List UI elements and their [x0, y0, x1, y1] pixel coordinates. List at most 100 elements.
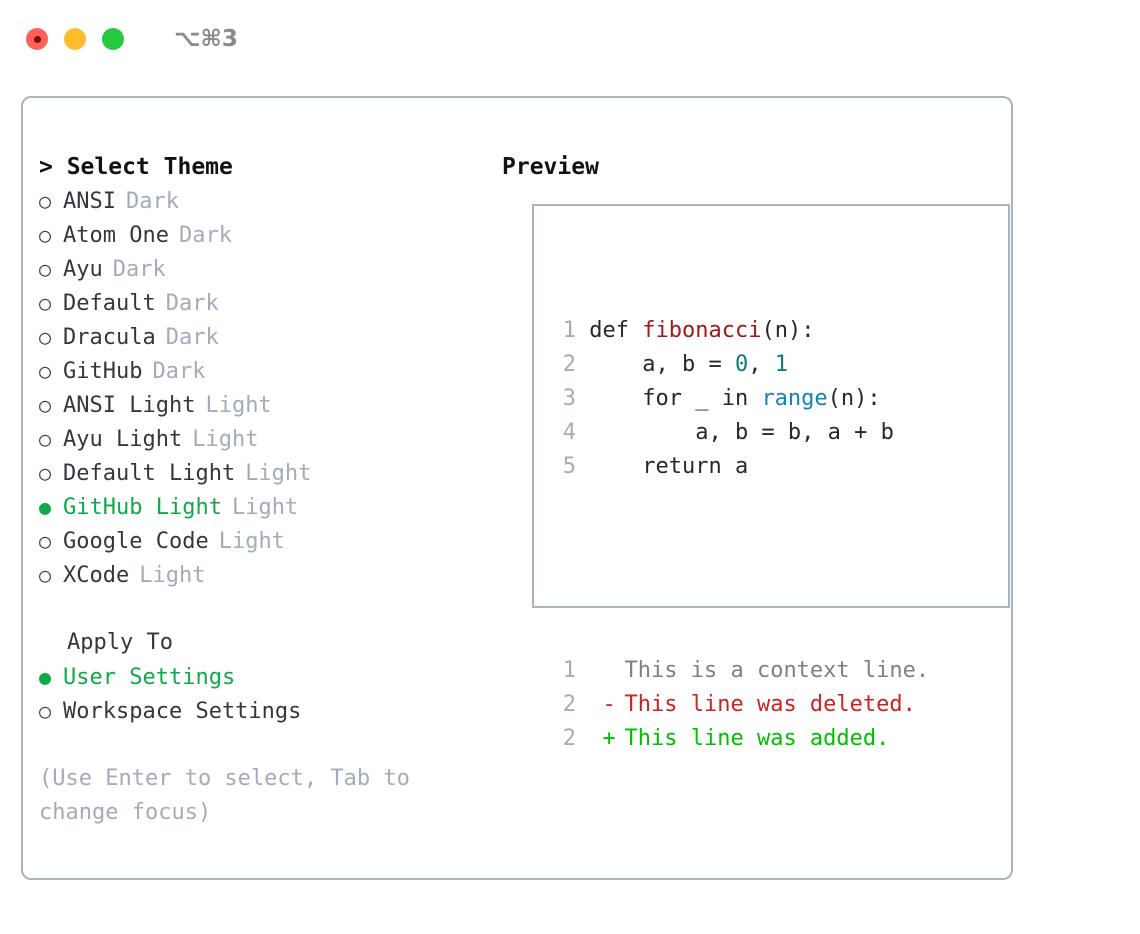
line-number: 1 [562, 318, 576, 343]
radio-selected-icon: ● [39, 665, 52, 689]
theme-kind-label: Dark [125, 189, 179, 214]
title-bar: ⌥⌘3 [0, 0, 1140, 78]
theme-list-item[interactable]: ● GitHub Light Light [39, 490, 499, 524]
theme-list-item[interactable]: ○ XCode Light [39, 558, 499, 592]
preview-header: Preview [502, 154, 599, 180]
maximize-button-icon[interactable] [102, 28, 124, 50]
theme-kind-label: Light [245, 461, 312, 486]
line-number: 2 [562, 726, 576, 751]
line-number: 2 [562, 352, 576, 377]
radio-unselected-icon: ○ [39, 223, 52, 247]
theme-list-item[interactable]: ○ ANSI Light Light [39, 388, 499, 422]
window-controls [26, 28, 124, 50]
diff-line: 2 -This line was deleted. [554, 688, 929, 722]
code-diff-separator [554, 552, 929, 586]
radio-selected-icon: ● [39, 495, 52, 519]
preview-column: Preview 1 def fibonacci(n):2 a, b = 0, 1… [502, 150, 1010, 751]
theme-list-item[interactable]: ○ Ayu Light Light [39, 422, 499, 456]
radio-unselected-icon: ○ [39, 189, 52, 213]
keyboard-hint-text: (Use Enter to select, Tab to change focu… [39, 766, 424, 825]
apply-to-header: Apply To [67, 630, 173, 655]
theme-kind-label: Light [205, 393, 272, 418]
gutter-gap [576, 454, 589, 479]
theme-list-item[interactable]: ○ Dracula Dark [39, 320, 499, 354]
diff-text: This line was added. [624, 726, 890, 751]
theme-name-label: ANSI Light [63, 393, 196, 418]
code-line: 4 a, b = b, a + b [554, 416, 929, 450]
radio-unselected-icon: ○ [39, 427, 52, 451]
radio-unselected-icon: ○ [39, 699, 52, 723]
theme-kind-label: Dark [165, 291, 219, 316]
theme-name-label: ANSI [63, 189, 116, 214]
theme-name-label: GitHub Light [63, 495, 222, 520]
radio-unselected-icon: ○ [39, 325, 52, 349]
apply-to-option[interactable]: ○ Workspace Settings [39, 694, 499, 728]
code-token-plain: a, b = b, a + b [589, 420, 894, 445]
select-theme-header: > Select Theme [39, 154, 233, 180]
line-number: 2 [562, 692, 576, 717]
theme-name-label: Google Code [63, 529, 209, 554]
code-token-plain: def [589, 318, 643, 343]
code-token-plain: for _ in [589, 386, 762, 411]
theme-kind-label: Dark [152, 359, 206, 384]
apply-to-option[interactable]: ●User Settings [39, 660, 499, 694]
diff-line: 2 + This line was added. [554, 722, 929, 756]
diff-sample-block: 1 This is a context line. 2 -This line wa… [554, 654, 929, 756]
radio-unselected-icon: ○ [39, 393, 52, 417]
theme-name-label: XCode [63, 563, 130, 588]
diff-text: This line was deleted. [624, 692, 916, 717]
gutter-gap [576, 352, 589, 377]
list-gap-spacer [39, 592, 499, 626]
apply-to-list[interactable]: ●User Settings ○ Workspace Settings [39, 660, 499, 728]
gutter-gap [576, 318, 589, 343]
gutter-gap [576, 726, 603, 751]
theme-name-label: Dracula [63, 325, 156, 350]
diff-marker: - [602, 692, 616, 717]
theme-kind-label: Light [139, 563, 206, 588]
gutter-gap [576, 692, 603, 717]
theme-kind-label: Dark [178, 223, 232, 248]
apply-to-label: Workspace Settings [63, 699, 302, 724]
theme-name-label: Ayu [63, 257, 103, 282]
radio-unselected-icon: ○ [39, 461, 52, 485]
theme-kind-label: Dark [112, 257, 166, 282]
code-token-builtin: range [761, 386, 828, 411]
code-line: 1 def fibonacci(n): [554, 314, 929, 348]
radio-unselected-icon: ○ [39, 291, 52, 315]
code-token-plain: , [748, 352, 775, 377]
code-token-plain: (n): [761, 318, 815, 343]
minimize-button-icon[interactable] [64, 28, 86, 50]
code-token-plain: (n): [827, 386, 881, 411]
theme-kind-label: Dark [165, 325, 219, 350]
theme-list-item[interactable]: ○ Ayu Dark [39, 252, 499, 286]
theme-kind-label: Light [231, 495, 299, 520]
close-button-icon[interactable] [26, 28, 48, 50]
diff-marker: + [602, 726, 616, 751]
code-token-plain: return a [589, 454, 749, 479]
theme-name-label: Atom One [63, 223, 169, 248]
code-token-plain: a, b = [589, 352, 735, 377]
line-number: 1 [562, 658, 576, 683]
gutter-gap [576, 420, 589, 445]
theme-list-item[interactable]: ○ ANSI Dark [39, 184, 499, 218]
keyboard-shortcut-label: ⌥⌘3 [174, 26, 238, 52]
line-number: 4 [562, 420, 576, 445]
line-number: 3 [562, 386, 576, 411]
radio-unselected-icon: ○ [39, 257, 52, 281]
theme-list-item[interactable]: ○ Atom One Dark [39, 218, 499, 252]
diff-text: This is a context line. [624, 658, 930, 683]
theme-name-label: Ayu Light [63, 427, 183, 452]
radio-unselected-icon: ○ [39, 563, 52, 587]
theme-kind-label: Light [192, 427, 259, 452]
gutter-gap [576, 658, 603, 683]
